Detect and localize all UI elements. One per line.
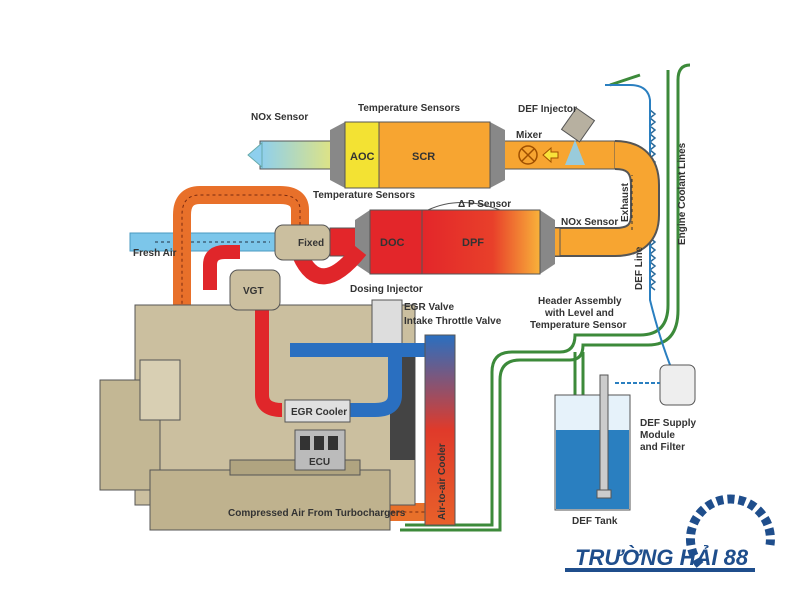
label-def-supply-2: Module xyxy=(640,430,675,441)
label-dp-sensor: Δ P Sensor xyxy=(458,199,511,210)
logo-text: TRƯỜNG HẢI 88 xyxy=(575,545,749,570)
label-intake-throttle-valve: Intake Throttle Valve xyxy=(404,316,502,327)
label-aoc: AOC xyxy=(350,151,375,163)
intake-pipe xyxy=(290,343,445,417)
label-egr-cooler: EGR Cooler xyxy=(291,407,347,418)
label-fixed: Fixed xyxy=(298,238,324,249)
label-header-assembly-3: Temperature Sensor xyxy=(530,320,627,331)
label-def-line: DEF Line xyxy=(634,246,645,290)
label-dpf: DPF xyxy=(462,237,484,249)
label-ecu: ECU xyxy=(309,457,330,468)
label-nox-sensor-bottom: NOx Sensor xyxy=(561,217,618,228)
label-dosing-injector: Dosing Injector xyxy=(350,284,423,295)
egr-cooler xyxy=(284,399,351,423)
brand-logo: TRƯỜNG HẢI 88 xyxy=(565,494,775,572)
label-temperature-sensors-bottom: Temperature Sensors xyxy=(313,190,416,201)
air-to-air-cooler xyxy=(424,334,456,526)
aftertreatment-lower xyxy=(329,202,561,275)
label-header-assembly-2: with Level and xyxy=(544,308,614,319)
def-injector xyxy=(560,107,596,143)
label-air-to-air-cooler: Air-to-air Cooler xyxy=(437,443,448,520)
label-header-assembly-1: Header Assembly xyxy=(538,296,622,307)
label-def-tank: DEF Tank xyxy=(572,516,618,527)
vgt-turbo xyxy=(229,269,281,311)
label-fresh-air: Fresh Air xyxy=(133,248,177,259)
label-def-injector: DEF Injector xyxy=(518,104,577,115)
label-nox-sensor-top: NOx Sensor xyxy=(251,112,308,123)
mixer-icon xyxy=(518,145,538,165)
outlet-arrow-icon xyxy=(247,141,263,169)
engine-coolant-lines xyxy=(400,63,691,532)
label-def-supply-1: DEF Supply xyxy=(640,418,697,429)
label-doc: DOC xyxy=(380,237,405,249)
label-egr-valve: EGR Valve xyxy=(404,302,454,313)
def-tank xyxy=(554,374,631,511)
label-vgt: VGT xyxy=(243,286,264,297)
label-compressed-air: Compressed Air From Turbochargers xyxy=(228,508,406,519)
aftertreatment-upper xyxy=(247,107,616,189)
label-engine-coolant-lines: Engine Coolant Lines xyxy=(677,142,688,245)
label-def-supply-3: and Filter xyxy=(640,442,685,453)
def-supply-module xyxy=(659,364,696,406)
label-temperature-sensors-top: Temperature Sensors xyxy=(358,103,461,114)
fixed-turbo xyxy=(274,224,331,261)
label-scr: SCR xyxy=(412,151,435,163)
egr-pipe xyxy=(203,245,283,417)
label-exhaust: Exhaust xyxy=(620,182,631,222)
label-mixer: Mixer xyxy=(516,130,542,141)
